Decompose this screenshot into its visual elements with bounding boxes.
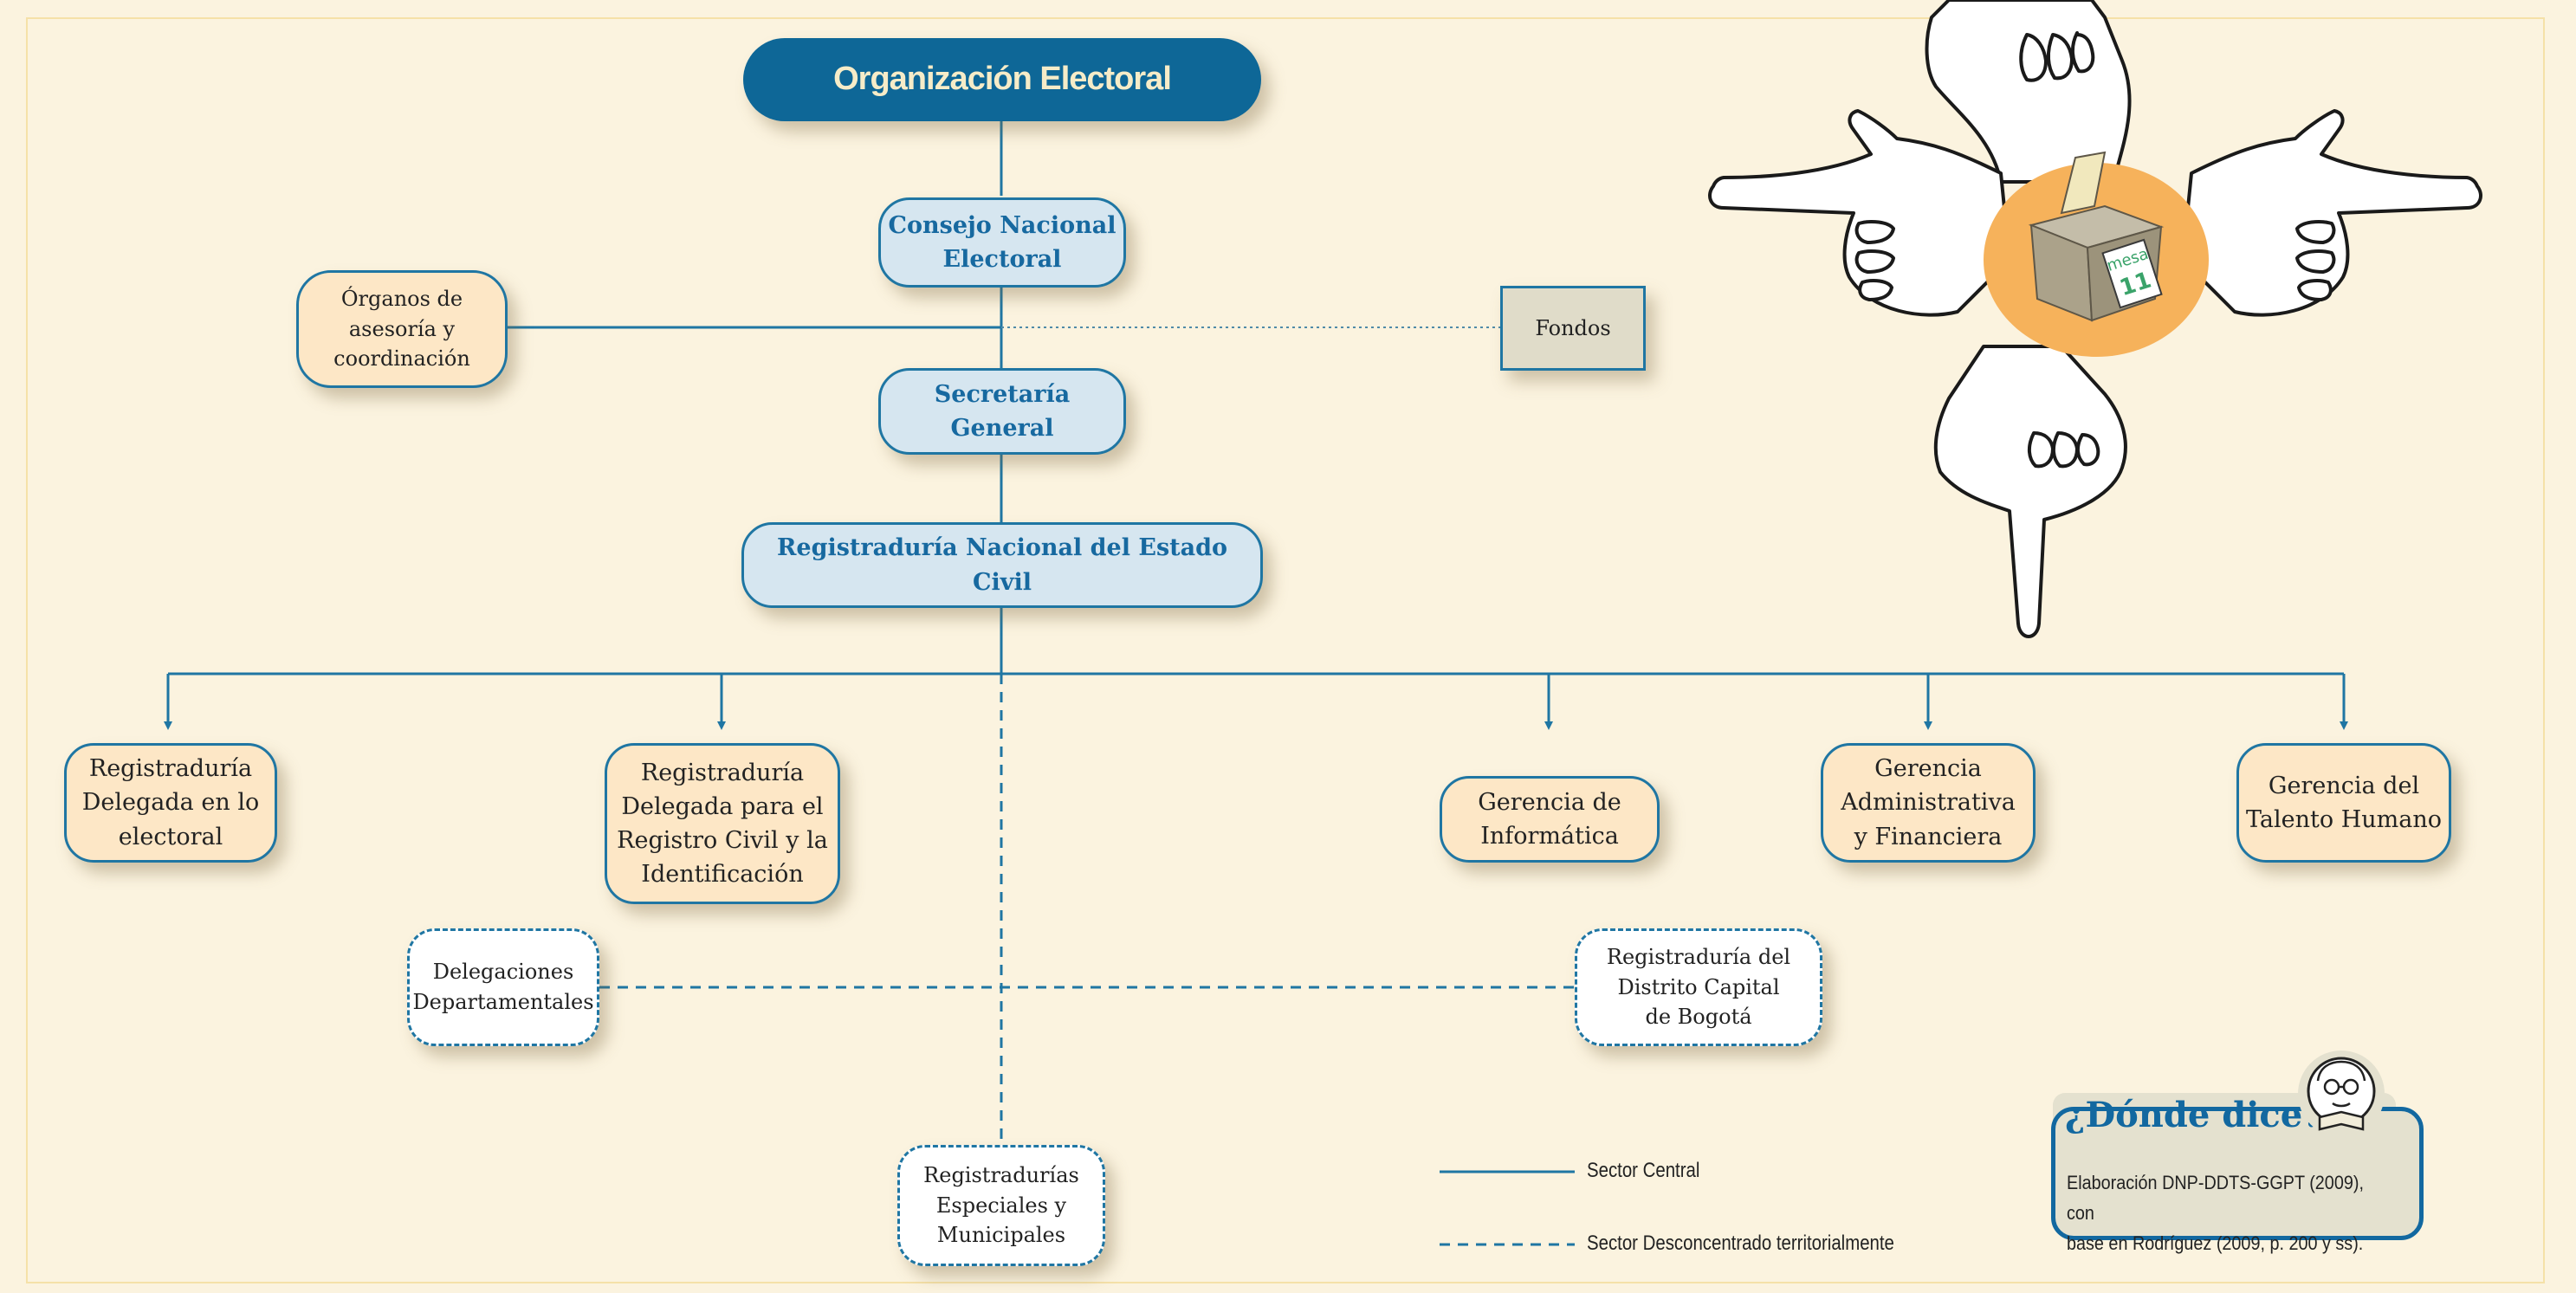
node-line: Talento Humano: [2246, 806, 2442, 833]
node-line: Informática: [1480, 823, 1619, 850]
node-line: Fondos: [1535, 315, 1611, 340]
node-line: electoral: [118, 823, 223, 850]
node-secretaria-general: Secretaría General: [878, 368, 1126, 455]
node-line: Registraduría del: [1606, 944, 1791, 969]
legend-dashed-label: Sector Desconcentrado territorialmente: [1587, 1232, 1894, 1255]
node-line: Consejo Nacional: [888, 211, 1116, 239]
node-line: Órganos de: [340, 286, 463, 311]
node-line: coordinación: [333, 346, 470, 372]
hands-ballot-box-illustration: mesa 11: [1708, 0, 2482, 638]
node-line: Gerencia de: [1478, 788, 1621, 816]
node-line: asesoría y: [348, 316, 456, 341]
node-line: de Bogotá: [1645, 1005, 1752, 1030]
page-frame: [26, 17, 2545, 1283]
node-line: Delegada para el: [621, 792, 824, 820]
node-line: Secretaría: [934, 380, 1071, 408]
source-line: Elaboración DNP-DDTS-GGPT (2009), con: [2067, 1172, 2364, 1225]
node-registraduria-distrito-capital: Registraduría del Distrito Capital de Bo…: [1575, 928, 1822, 1046]
node-line: Registraduría: [640, 759, 805, 786]
node-delegada-registro-civil: Registraduría Delegada para el Registro …: [605, 743, 840, 904]
node-line: Municipales: [936, 1223, 1066, 1248]
node-line: Distrito Capital: [1617, 974, 1780, 999]
node-registradurias-especiales: Registradurías Especiales y Municipales: [897, 1145, 1105, 1266]
ballot-label-card: [2101, 238, 2163, 309]
node-line: Delegada en lo: [81, 789, 260, 817]
node-line: Administrativa: [1841, 789, 2016, 817]
node-line: Identificación: [641, 861, 804, 889]
node-registraduria-nacional: Registraduría Nacional del Estado Civil: [741, 522, 1263, 608]
node-organos-asesoria: Órganos de asesoría y coordinación: [296, 270, 508, 388]
source-title: ¿Dónde dice?: [2065, 1095, 2323, 1135]
reader-avatar-icon: [2298, 1051, 2385, 1137]
node-gerencia-talento-humano: Gerencia del Talento Humano: [2236, 743, 2451, 863]
node-line: Especiales y: [935, 1193, 1067, 1218]
node-delegada-electoral: Registraduría Delegada en lo electoral: [64, 743, 277, 863]
node-line: Electoral: [942, 246, 1062, 273]
node-line: Registraduría: [88, 755, 253, 783]
diagram-title-text: Organización Electoral: [833, 61, 1172, 98]
node-line: Registro Civil y la: [617, 827, 828, 854]
node-line: Gerencia: [1874, 755, 1982, 783]
node-gerencia-administrativa: Gerencia Administrativa y Financiera: [1821, 743, 2036, 863]
legend-solid-label: Sector Central: [1587, 1159, 1700, 1182]
source-line: base en Rodríguez (2009, p. 200 y ss).: [2067, 1232, 2364, 1255]
source-text: Elaboración DNP-DDTS-GGPT (2009), con ba…: [2067, 1167, 2386, 1259]
node-fondos: Fondos: [1500, 286, 1646, 371]
node-line: Registradurías: [923, 1162, 1079, 1187]
node-gerencia-informatica: Gerencia de Informática: [1440, 776, 1660, 863]
node-line: Registraduría Nacional del Estado Civil: [776, 534, 1228, 596]
node-consejo-nacional: Consejo Nacional Electoral: [878, 197, 1126, 288]
node-line: y Financiera: [1854, 823, 2003, 850]
node-line: Delegaciones: [432, 960, 574, 985]
node-delegaciones-departamentales: Delegaciones Departamentales: [407, 928, 599, 1046]
node-line: General: [950, 415, 1054, 442]
node-line: Gerencia del: [2268, 772, 2420, 799]
node-line: Departamentales: [412, 990, 594, 1014]
diagram-title: Organización Electoral: [743, 38, 1261, 121]
